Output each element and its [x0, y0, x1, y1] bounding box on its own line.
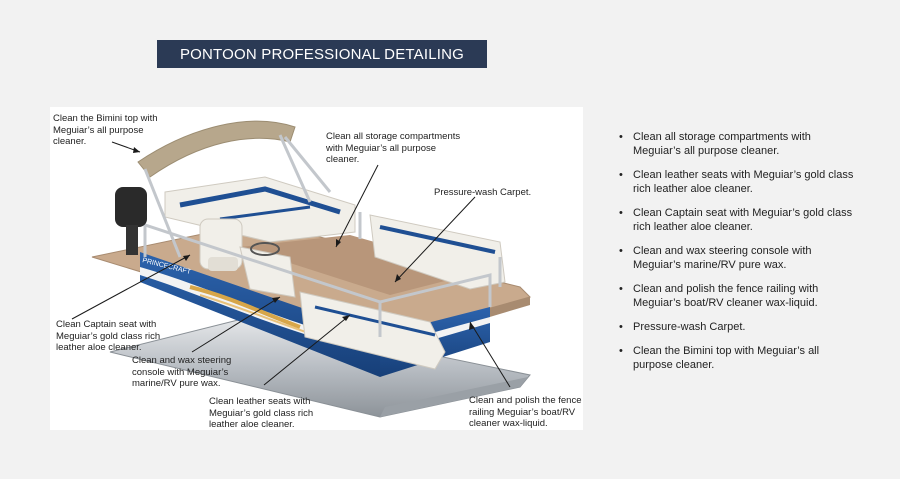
callout-line: console with Meguiar’s	[132, 366, 229, 378]
bullet-icon: •	[619, 345, 623, 357]
pointer-storage	[335, 164, 379, 248]
list-item-line: purpose cleaner.	[633, 359, 715, 371]
callout-line: Clean all storage compartments	[326, 131, 461, 142]
side-seat-right	[369, 214, 506, 290]
callout-line: cleaner.	[326, 154, 360, 165]
list-item-line: rich leather aloe cleaner.	[633, 183, 753, 195]
list-item-line: Pressure-wash Carpet.	[633, 321, 746, 333]
list-item-line: Meguiar’s all purpose cleaner.	[633, 145, 780, 157]
bullet-icon: •	[619, 169, 623, 181]
list-item: • Clean all storage compartments with Me…	[618, 130, 868, 158]
callout-leather-seats: Clean leather seats with Meguiar’s gold …	[209, 396, 313, 431]
callout-line: marine/RV pure wax.	[132, 378, 221, 389]
callout-line: Clean the Bimini top with	[53, 113, 158, 124]
fence-railing	[143, 212, 502, 337]
boat-image-panel: PRINCECRAFT	[50, 107, 583, 430]
callout-line: Meguiar’s all purpose	[53, 124, 144, 136]
callout-line: Clean and wax steering	[132, 355, 232, 366]
front-lounge-seats	[299, 291, 446, 370]
pointer-railing	[469, 321, 511, 388]
bullet-icon: •	[619, 207, 623, 219]
list-item: • Pressure-wash Carpet.	[618, 320, 868, 334]
list-item: • Clean and polish the fence railing wit…	[618, 282, 868, 310]
callout-line: Meguiar’s gold class rich	[56, 330, 161, 342]
callout-carpet: Pressure-wash Carpet.	[434, 187, 531, 199]
list-item-line: Clean Captain seat with Meguiar’s gold c…	[633, 207, 853, 219]
pointer-captain	[71, 254, 191, 320]
list-item-line: rich leather aloe cleaner.	[633, 221, 753, 233]
callout-line: Clean leather seats with	[209, 396, 311, 407]
bullet-icon: •	[619, 283, 623, 295]
callout-pointers	[71, 141, 511, 388]
list-item-line: Meguiar’s boat/RV cleaner wax-liquid.	[633, 297, 818, 309]
bullet-icon: •	[619, 131, 623, 143]
callout-captain-seat: Clean Captain seat with Meguiar’s gold c…	[56, 319, 160, 354]
bimini-top	[137, 120, 332, 258]
list-item: • Clean Captain seat with Meguiar’s gold…	[618, 206, 868, 234]
pontoon-tubes	[109, 316, 531, 418]
list-item: • Clean leather seats with Meguiar’s gol…	[618, 168, 868, 196]
callout-steering-console: Clean and wax steering console with Megu…	[132, 355, 231, 390]
callout-fence-railing: Clean and polish the fence railing Megui…	[469, 395, 582, 430]
pointer-carpet	[394, 196, 476, 283]
callout-line: cleaner wax-liquid.	[469, 418, 548, 429]
callout-line: Clean and polish the fence	[469, 395, 582, 406]
list-item: • Clean the Bimini top with Meguiar’s al…	[618, 344, 868, 372]
callout-line: with Meguiar’s all purpose	[326, 142, 437, 154]
list-item: • Clean and wax steering console with Me…	[618, 244, 868, 272]
callout-line: Pressure-wash Carpet.	[434, 187, 532, 198]
detailing-task-list: • Clean all storage compartments with Me…	[618, 130, 868, 382]
pointer-arrowheads	[133, 147, 475, 330]
page-title: PONTOON PROFESSIONAL DETAILING	[157, 40, 487, 68]
carpet-area	[240, 235, 480, 295]
bullet-icon: •	[619, 321, 623, 333]
callout-line: Clean Captain seat with	[56, 319, 157, 330]
captain-seat	[199, 218, 243, 271]
list-item-line: Clean and polish the fence railing with	[633, 283, 819, 295]
callout-line: leather aloe cleaner.	[209, 419, 295, 430]
callout-line: railing Meguiar’s boat/RV	[469, 406, 576, 418]
callout-line: leather aloe cleaner.	[56, 342, 142, 353]
list-item-line: Clean the Bimini top with Meguiar’s all	[633, 345, 820, 357]
list-item-line: Clean all storage compartments with	[633, 131, 811, 143]
callout-line: Meguiar’s gold class rich	[209, 407, 314, 419]
pointer-console	[191, 296, 281, 353]
list-item-line: Meguiar’s marine/RV pure wax.	[633, 259, 787, 271]
callout-line: cleaner.	[53, 136, 87, 147]
list-item-line: Clean and wax steering console with	[633, 245, 812, 257]
outboard-motor	[115, 187, 147, 255]
callout-storage: Clean all storage compartments with Megu…	[326, 131, 460, 166]
bullet-icon: •	[619, 245, 623, 257]
list-item-line: Clean leather seats with Meguiar’s gold …	[633, 169, 854, 181]
callout-bimini: Clean the Bimini top with Meguiar’s all …	[53, 113, 158, 148]
pointer-seats	[263, 314, 351, 386]
pontoon-boat-illustration: PRINCECRAFT	[71, 120, 531, 418]
